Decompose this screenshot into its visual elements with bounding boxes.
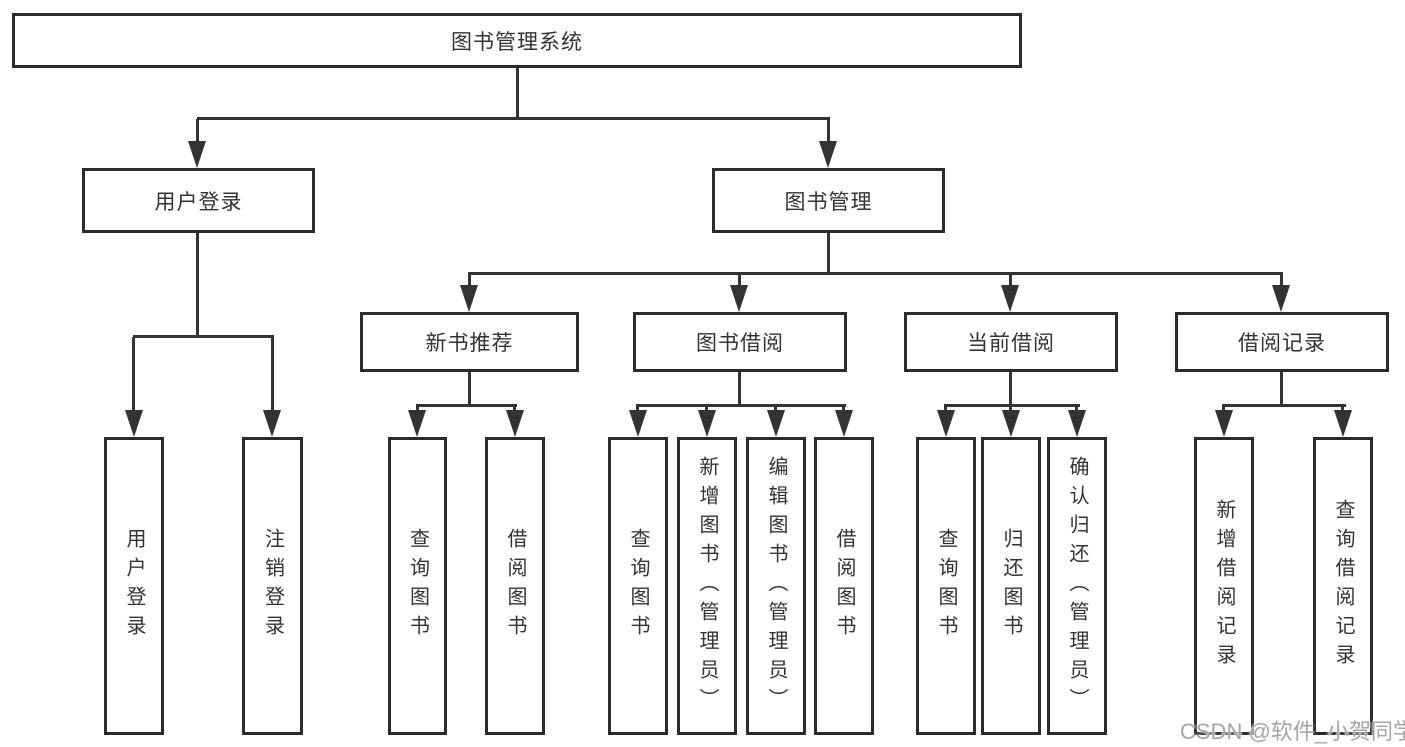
connector <box>513 406 516 412</box>
connector <box>196 233 199 337</box>
connector <box>1280 274 1283 286</box>
connector <box>738 372 741 406</box>
node-add-book-admin: 新增图书（管理员） <box>677 437 737 735</box>
connector <box>516 68 519 119</box>
node-book-borrow: 图书借阅 <box>633 312 847 372</box>
node-label: 查询图书 <box>627 528 649 644</box>
node-query-books: 查询图书 <box>916 437 976 735</box>
connector <box>468 272 1283 275</box>
arrowhead-down-icon <box>1002 410 1020 437</box>
node-user-login: 用户登录 <box>104 437 164 735</box>
node-add-borrow-record: 新增借阅记录 <box>1194 437 1254 735</box>
connector <box>271 337 274 411</box>
connector <box>1009 406 1012 412</box>
connector <box>738 274 741 286</box>
node-label: 用户登录 <box>123 528 145 644</box>
connector <box>827 233 830 274</box>
connector <box>1222 404 1346 407</box>
connector <box>1075 406 1078 412</box>
arrowhead-down-icon <box>1001 285 1019 312</box>
node-label: 查询图书 <box>406 528 429 644</box>
node-label: 查询图书 <box>935 528 957 644</box>
connector <box>774 406 777 412</box>
node-borrow-books: 借阅图书 <box>814 437 874 735</box>
node-label: 图书管理 <box>784 190 873 214</box>
node-current-borrow: 当前借阅 <box>904 312 1118 372</box>
arrowhead-down-icon <box>629 410 647 437</box>
node-label: 图书借阅 <box>696 332 784 355</box>
arrowhead-down-icon <box>1215 410 1233 437</box>
connector <box>1009 372 1012 406</box>
connector <box>636 406 639 412</box>
node-label: 新增借阅记录 <box>1213 499 1235 673</box>
arrowhead-down-icon <box>1068 410 1086 437</box>
connector <box>1341 406 1344 412</box>
node-return-books: 归还图书 <box>981 437 1041 735</box>
node-label: 新书推荐 <box>425 332 514 355</box>
connector <box>196 119 199 142</box>
connector <box>468 372 471 406</box>
node-label: 借阅图书 <box>504 528 526 644</box>
arrowhead-down-icon <box>1272 285 1290 312</box>
arrowhead-down-icon <box>460 285 478 312</box>
arrowhead-down-icon <box>1334 410 1352 437</box>
arrowhead-down-icon <box>263 410 281 437</box>
arrowhead-down-icon <box>730 285 748 312</box>
node-query-borrow-record: 查询借阅记录 <box>1313 437 1373 735</box>
node-label: 新增图书（管理员） <box>696 455 718 717</box>
arrowhead-down-icon <box>819 141 837 168</box>
node-label: 用户登录 <box>154 190 243 214</box>
node-book-management: 图书管理 <box>712 168 945 233</box>
arrowhead-down-icon <box>125 410 143 437</box>
node-label: 当前借阅 <box>967 332 1055 355</box>
connector <box>827 119 830 142</box>
node-borrow-records: 借阅记录 <box>1175 312 1389 372</box>
node-new-book-recommend: 新书推荐 <box>360 312 579 372</box>
connector <box>636 404 846 407</box>
connector <box>468 274 471 286</box>
connector <box>1009 274 1012 286</box>
arrowhead-down-icon <box>188 141 206 168</box>
node-logout: 注销登录 <box>242 437 303 735</box>
node-label: 注销登录 <box>261 528 284 644</box>
arrowhead-down-icon <box>506 410 524 437</box>
connector <box>1222 406 1225 412</box>
node-confirm-return-admin: 确认归还（管理员） <box>1047 437 1107 735</box>
node-borrow-books: 借阅图书 <box>485 437 545 735</box>
arrowhead-down-icon <box>408 410 426 437</box>
node-edit-book-admin: 编辑图书（管理员） <box>746 437 806 735</box>
connector <box>133 335 274 338</box>
node-label: 编辑图书（管理员） <box>765 455 787 717</box>
connector <box>705 406 708 412</box>
arrowhead-down-icon <box>698 410 716 437</box>
node-query-books: 查询图书 <box>608 437 668 735</box>
connector <box>416 404 517 407</box>
node-library-system: 图书管理系统 <box>12 13 1022 68</box>
connector <box>132 337 135 411</box>
node-label: 确认归还（管理员） <box>1066 455 1088 717</box>
arrowhead-down-icon <box>937 410 955 437</box>
connector <box>944 406 947 412</box>
node-label: 归还图书 <box>1000 528 1022 644</box>
connector <box>1280 372 1283 406</box>
arrowhead-down-icon <box>835 410 853 437</box>
node-user-login-group: 用户登录 <box>82 168 315 233</box>
connector <box>197 117 830 120</box>
connector <box>944 404 1080 407</box>
connector <box>842 406 845 412</box>
node-label: 借阅记录 <box>1238 332 1326 355</box>
node-query-books: 查询图书 <box>388 437 447 735</box>
arrowhead-down-icon <box>767 410 785 437</box>
csdn-watermark: CSDN @软件_小贺同学 <box>1180 719 1405 744</box>
node-label: 查询借阅记录 <box>1332 499 1354 673</box>
node-label: 借阅图书 <box>833 528 855 644</box>
node-label: 图书管理系统 <box>451 30 583 54</box>
connector <box>416 406 419 412</box>
